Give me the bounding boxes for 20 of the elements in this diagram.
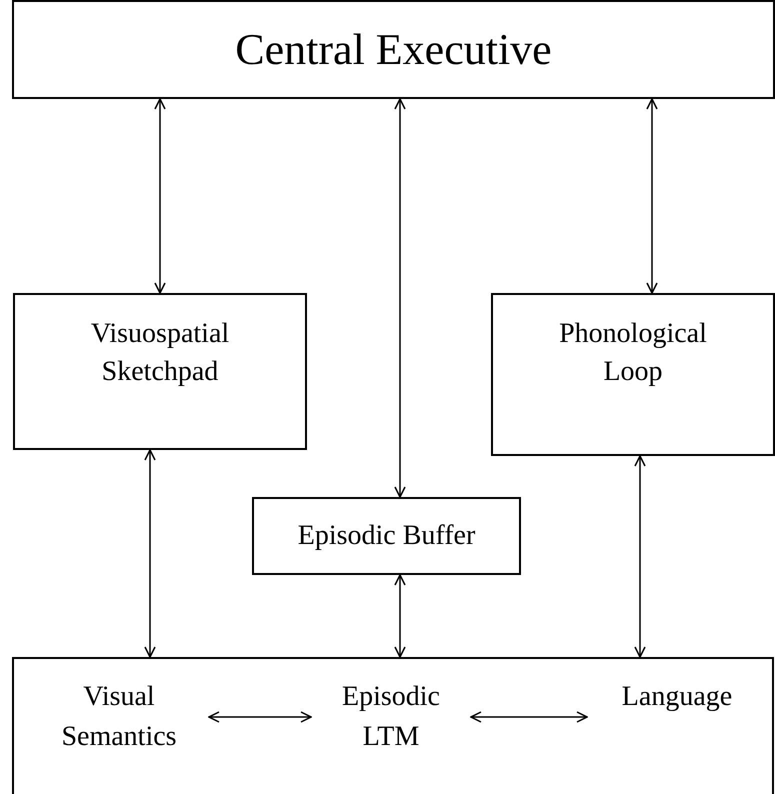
double-arrow <box>208 711 312 723</box>
process-box <box>13 293 307 450</box>
double-arrow <box>394 574 406 658</box>
box-label: Central Executive <box>235 24 552 76</box>
process-box <box>12 657 774 794</box>
process-box <box>252 497 521 575</box>
double-arrow <box>470 711 588 723</box>
box-label: Episodic Buffer <box>298 519 476 553</box>
process-box <box>491 293 775 456</box>
box-label: Visual Semantics <box>60 680 178 754</box>
box-label: Phonological Loop <box>558 317 708 389</box>
process-box <box>12 0 775 99</box>
double-arrow <box>646 98 658 294</box>
double-arrow <box>394 98 406 498</box>
double-arrow <box>154 98 166 294</box>
double-arrow <box>144 449 156 658</box>
box-label: Episodic LTM <box>341 680 441 754</box>
box-label: Language <box>622 680 732 714</box>
box-label: Visuospatial Sketchpad <box>90 317 230 389</box>
double-arrow <box>634 455 646 658</box>
